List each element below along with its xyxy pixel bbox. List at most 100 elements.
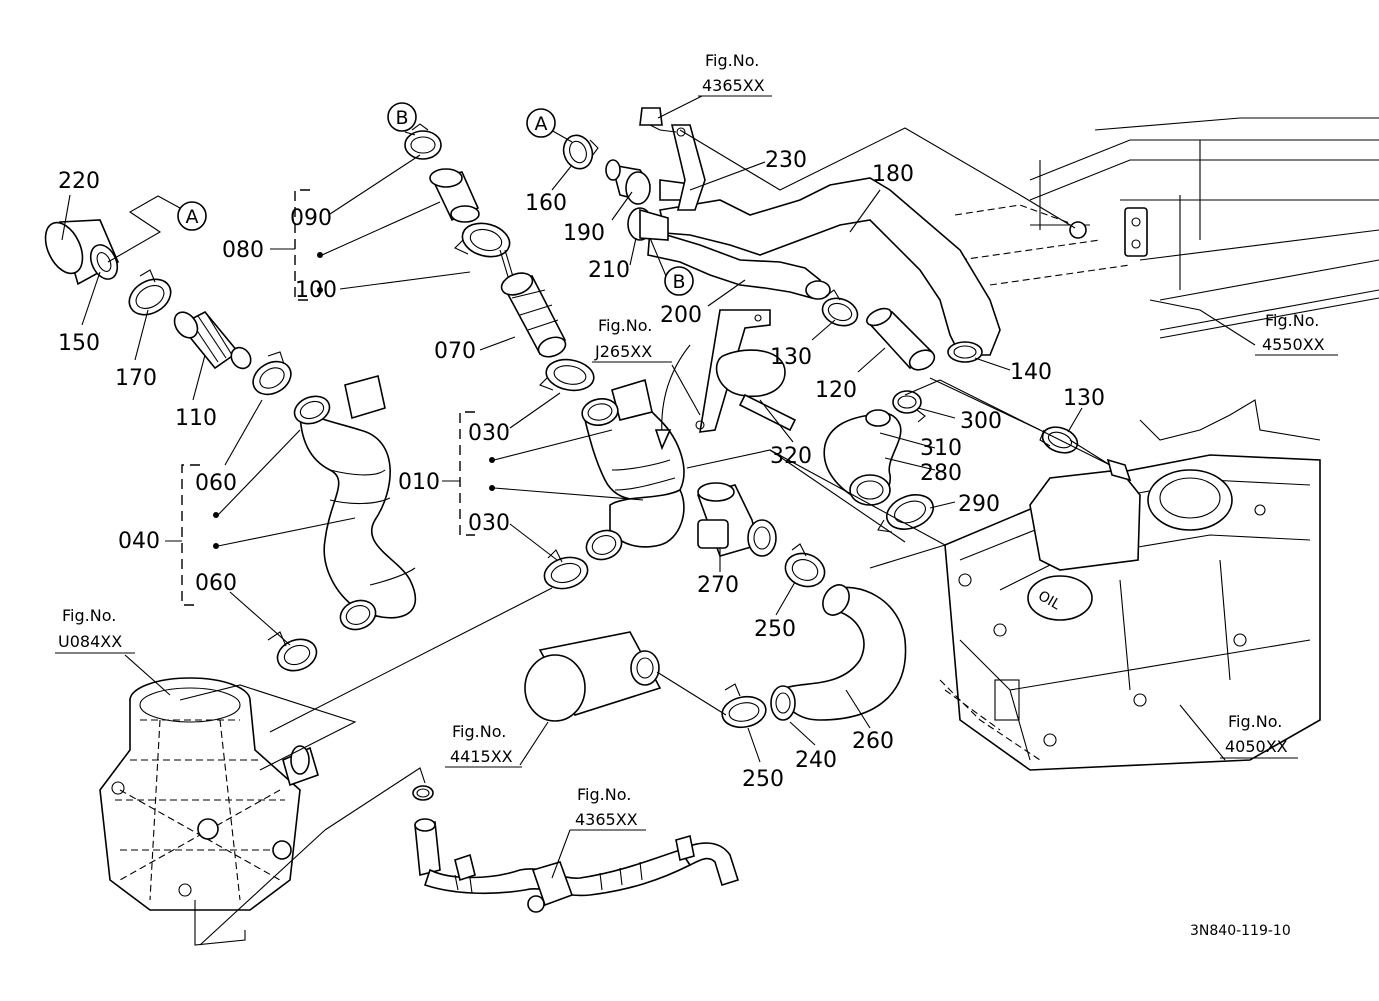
label-010: 010: [398, 470, 440, 495]
label-140: 140: [1010, 360, 1052, 385]
part-200-pipe: [647, 228, 831, 300]
part-110-fitting: [173, 310, 252, 370]
part-190-fitting: [605, 159, 691, 205]
fig-ref-4415-prefix: Fig.No.: [452, 722, 506, 741]
fig-ref-4415-code: 4415XX: [450, 747, 513, 766]
part-290-clamp: [877, 494, 935, 533]
label-060-upper: 060: [195, 471, 237, 496]
part-220-cap: [44, 219, 120, 286]
label-250-upper: 250: [754, 617, 796, 642]
label-190: 190: [563, 221, 605, 246]
label-160: 160: [525, 191, 567, 216]
part-320-cable-tie: [654, 309, 797, 451]
part-230-bracket: [639, 107, 706, 211]
callout-a-top-label: A: [535, 113, 548, 135]
group-brackets: [181, 189, 475, 606]
label-290: 290: [958, 492, 1000, 517]
part-130-clamp-upper: [821, 289, 859, 327]
label-130-upper: 130: [770, 345, 812, 370]
label-270: 270: [697, 573, 739, 598]
fig-ref-j265: Fig.No. J265XX: [592, 316, 672, 363]
part-040-hose: [293, 375, 417, 631]
air-cleaner: [99, 677, 319, 911]
fig-ref-u084-code: U084XX: [58, 632, 122, 651]
label-230: 230: [765, 148, 807, 173]
group-dots: [213, 252, 495, 549]
fig-ref-u084: Fig.No. U084XX: [55, 606, 135, 654]
part-060-clamp-upper: [252, 351, 292, 396]
fig-ref-4550: Fig.No. 4550XX: [1255, 311, 1338, 356]
part-170-clamp: [128, 269, 172, 316]
label-320: 320: [770, 444, 812, 469]
label-310: 310: [920, 436, 962, 461]
label-030-lower: 030: [468, 511, 510, 536]
fig-ref-4550-code: 4550XX: [1262, 335, 1325, 354]
label-240: 240: [795, 748, 837, 773]
part-number-labels: 220 150 170 110 060 040 060 090 080 100 …: [58, 148, 1105, 792]
engine-block: OIL: [939, 399, 1321, 771]
part-250-clamp-upper: [784, 543, 826, 588]
label-080: 080: [222, 238, 264, 263]
part-180-pipe: [659, 177, 1001, 363]
label-130-lower: 130: [1063, 386, 1105, 411]
label-040: 040: [118, 529, 160, 554]
label-220: 220: [58, 169, 100, 194]
breather-hose-assembly: [412, 785, 740, 913]
label-180: 180: [872, 162, 914, 187]
fig-ref-j265-prefix: Fig.No.: [598, 316, 652, 335]
part-070-valve: [499, 249, 567, 358]
part-100-clamp: [454, 222, 511, 258]
part-090-clamp: [404, 123, 442, 160]
callout-b-top-label: B: [395, 107, 408, 129]
label-110: 110: [175, 406, 217, 431]
muffler-part: [524, 631, 662, 722]
callout-a-left: A: [177, 201, 207, 231]
part-010-hose: [581, 378, 685, 561]
label-280: 280: [920, 461, 962, 486]
part-210-fitting: [627, 207, 669, 241]
label-120: 120: [815, 378, 857, 403]
label-210: 210: [588, 258, 630, 283]
callout-b-mid-label: B: [672, 271, 685, 293]
fig-ref-4050-prefix: Fig.No.: [1228, 712, 1282, 731]
part-310-hose: [823, 409, 902, 506]
fig-ref-4365-top-code: 4365XX: [702, 76, 765, 95]
diagram-id: 3N840-119-10: [1190, 923, 1291, 939]
part-160-clamp: [562, 134, 599, 170]
fig-ref-4365-bottom-code: 4365XX: [575, 810, 638, 829]
fig-ref-4050-code: 4050XX: [1225, 737, 1288, 756]
part-130-clamp-lower: [1039, 426, 1132, 482]
fig-ref-4365-top-prefix: Fig.No.: [705, 51, 759, 70]
part-250-clamp-lower: [721, 683, 767, 729]
label-250-lower: 250: [742, 767, 784, 792]
engine-frame: [954, 117, 1379, 339]
label-090: 090: [290, 206, 332, 231]
fig-ref-4415: Fig.No. 4415XX: [445, 722, 522, 768]
leader-lines: [61, 95, 1256, 946]
label-200: 200: [660, 303, 702, 328]
label-260: 260: [852, 729, 894, 754]
callout-a-left-label: A: [186, 206, 199, 228]
part-080-hose: [429, 168, 480, 223]
part-060-clamp-lower: [267, 631, 318, 672]
part-260-hose: [770, 584, 907, 721]
label-100: 100: [295, 278, 337, 303]
part-120-hose: [866, 307, 936, 371]
label-300: 300: [960, 409, 1002, 434]
fig-ref-u084-prefix: Fig.No.: [62, 606, 116, 625]
part-030-clamp-lower: [543, 549, 589, 590]
part-270-sensor: [696, 482, 777, 557]
label-170: 170: [115, 366, 157, 391]
part-030-clamp-upper: [539, 358, 595, 392]
label-030-upper: 030: [468, 421, 510, 446]
fig-ref-4365-bottom: Fig.No. 4365XX: [570, 785, 646, 831]
fig-ref-4050: Fig.No. 4050XX: [1220, 712, 1298, 759]
label-150: 150: [58, 331, 100, 356]
fig-ref-4365-bottom-prefix: Fig.No.: [577, 785, 631, 804]
fig-ref-4550-prefix: Fig.No.: [1265, 311, 1319, 330]
fig-ref-j265-code: J265XX: [594, 342, 652, 361]
callout-a-top: A: [526, 108, 556, 138]
callout-b-mid: B: [664, 266, 694, 296]
label-070: 070: [434, 339, 476, 364]
